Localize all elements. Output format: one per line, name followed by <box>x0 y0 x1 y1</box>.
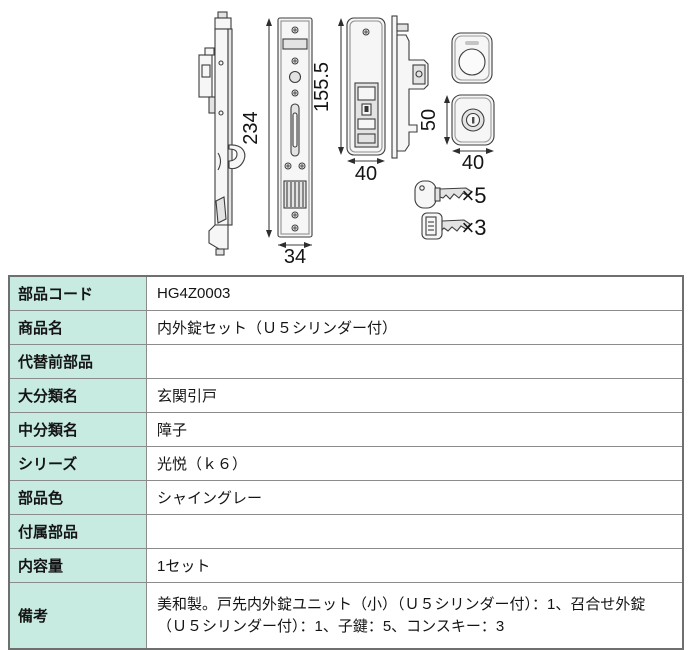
spec-value-cell: HG4Z0003 <box>146 275 684 311</box>
lock-case-side-view-drawing <box>198 11 246 256</box>
spec-row-previous-part: 代替前部品 <box>8 344 684 379</box>
lockset-diagram: 234 34 155.5 40 <box>198 11 495 268</box>
spec-value-cell: シャイングレー <box>146 480 684 515</box>
standard-key-count-label: ×5 <box>461 183 486 208</box>
dimension-cylinder-height: 50 <box>418 95 450 145</box>
spec-label-cell: 商品名 <box>8 310 147 345</box>
construction-key-count-label: ×3 <box>461 215 486 240</box>
keyhole <box>472 117 475 124</box>
spec-label-cell: 部品コード <box>8 275 147 311</box>
spec-label-cell: 大分類名 <box>8 378 147 413</box>
dim-label-34: 34 <box>284 246 306 265</box>
spec-value-cell: 美和製。戸先内外錠ユニット（小）（Ｕ５シリンダー付）：1、召合せ外錠（Ｕ５シリン… <box>146 582 684 650</box>
spec-value-cell: 障子 <box>146 412 684 447</box>
faceplate-front-view-drawing <box>277 17 313 238</box>
spec-row-middle-category: 中分類名 障子 <box>8 412 684 447</box>
dim-label-40-latch: 40 <box>355 163 377 185</box>
dim-label-50: 50 <box>418 109 440 131</box>
spec-label-cell: 代替前部品 <box>8 344 147 379</box>
dim-label-40-cylinder: 40 <box>462 152 484 174</box>
spec-value-cell: 1セット <box>146 548 684 583</box>
spec-value-cell <box>146 344 684 379</box>
latch-unit-front-view-drawing <box>346 17 386 156</box>
spec-label-cell: 付属部品 <box>8 514 147 549</box>
dimension-latch-width: 40 <box>347 158 385 185</box>
spec-value-cell <box>146 514 684 549</box>
technical-drawing: 234 34 155.5 40 <box>185 5 525 268</box>
dimension-latch-height: 155.5 <box>311 18 344 155</box>
spec-value-cell: 玄関引戸 <box>146 378 684 413</box>
spec-row-major-category: 大分類名 玄関引戸 <box>8 378 684 413</box>
spec-row-part-color: 部品色 シャイングレー <box>8 480 684 515</box>
dimension-case-height: 234 <box>240 18 272 238</box>
dimension-cylinder-width: 40 <box>452 148 494 174</box>
cylinder-plate-drawing <box>451 94 495 146</box>
dimension-case-width: 34 <box>278 242 312 268</box>
escutcheon-plate-drawing <box>451 32 493 84</box>
spec-row-accessories: 付属部品 <box>8 514 684 549</box>
spec-row-quantity: 内容量 1セット <box>8 548 684 583</box>
spec-row-series: シリーズ 光悦（ｋ６） <box>8 446 684 481</box>
dim-label-234: 234 <box>240 111 262 144</box>
latch-unit-side-view-drawing <box>391 15 429 159</box>
spec-label-cell: 部品色 <box>8 480 147 515</box>
spec-label-cell: 内容量 <box>8 548 147 583</box>
spec-value-cell: 内外錠セット（Ｕ５シリンダー付） <box>146 310 684 345</box>
spec-table: 部品コード HG4Z0003 商品名 内外錠セット（Ｕ５シリンダー付） 代替前部… <box>8 275 684 650</box>
spec-label-cell: 備考 <box>8 582 147 650</box>
spec-value-cell: 光悦（ｋ６） <box>146 446 684 481</box>
construction-key-icon <box>421 212 471 240</box>
hook-bolt <box>228 144 246 170</box>
spec-row-product-name: 商品名 内外錠セット（Ｕ５シリンダー付） <box>8 310 684 345</box>
spec-row-remarks: 備考 美和製。戸先内外錠ユニット（小）（Ｕ５シリンダー付）：1、召合せ外錠（Ｕ５… <box>8 582 684 650</box>
dim-label-155-5: 155.5 <box>311 62 333 112</box>
standard-key-icon <box>414 180 473 209</box>
spec-label-cell: 中分類名 <box>8 412 147 447</box>
spec-label-cell: シリーズ <box>8 446 147 481</box>
spec-row-part-code: 部品コード HG4Z0003 <box>8 275 684 311</box>
engraving-mark <box>465 41 479 45</box>
